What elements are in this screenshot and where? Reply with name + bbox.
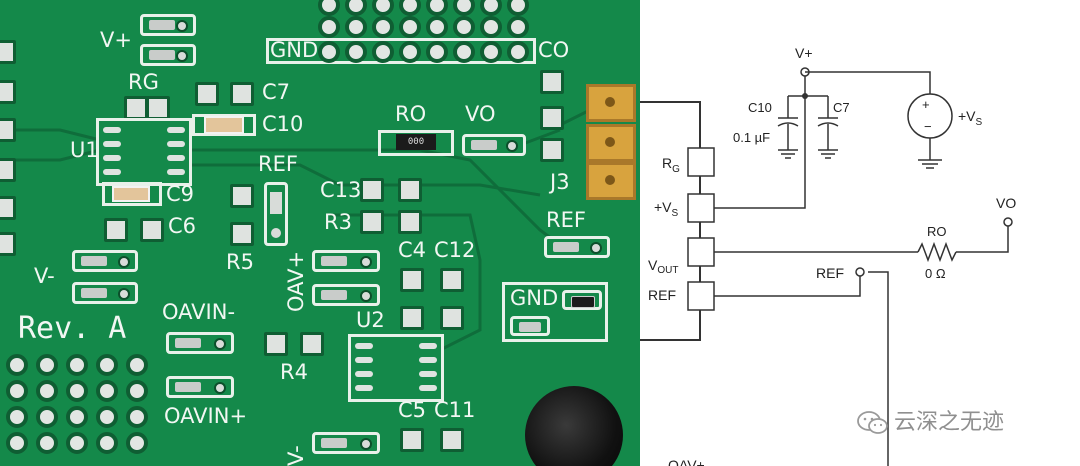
pcb-photo: V+ RG C7 C10 U1 C9 C6 RO 000 VO GND CO J…	[0, 0, 640, 466]
sch-vs-pin-sub: S	[672, 208, 679, 219]
sch-vs-pin: +V	[654, 199, 672, 215]
vminus-bottom-jumper	[312, 432, 380, 454]
pcb-label-u1: U1	[70, 138, 99, 162]
sch-source-plus: +	[922, 97, 930, 112]
oavin-plus-jumper	[166, 376, 234, 398]
oav-jumper-1	[312, 250, 380, 272]
sch-vplus-label: V+	[795, 45, 813, 61]
pcb-label-r3: R3	[324, 210, 352, 234]
pcb-label-gnd-top: GND	[270, 38, 319, 62]
pcb-label-c11: C11	[434, 398, 476, 422]
svg-text:VOUT: VOUT	[648, 257, 678, 276]
pcb-label-oavin-plus: OAVIN+	[164, 404, 248, 428]
pcb-label-c12: C12	[434, 238, 476, 262]
pcb-label-j3: J3	[550, 170, 570, 194]
watermark: 云深之无迹	[856, 404, 1004, 436]
watermark-text: 云深之无迹	[894, 410, 1005, 435]
ref-jumper	[544, 236, 610, 258]
vminus-jumper-2	[72, 282, 138, 304]
pcb-label-co: CO	[538, 38, 570, 62]
pcb-label-r4: R4	[280, 360, 308, 384]
sch-rg: R	[662, 155, 672, 171]
sch-plus-vs: +V	[958, 108, 976, 124]
pcb-label-c4: C4	[398, 238, 427, 262]
sch-vo-label: VO	[996, 195, 1016, 211]
sch-plus-vs-sub: S	[976, 117, 983, 128]
sch-c10-label: C10	[748, 100, 772, 115]
sch-c7-label: C7	[833, 100, 850, 115]
pcb-label-c10: C10	[262, 112, 304, 136]
u1-chip	[96, 118, 192, 186]
oavin-minus-jumper	[166, 332, 234, 354]
pcb-label-ref-mid: REF	[258, 152, 298, 176]
pcb-label-ro: RO	[395, 102, 427, 126]
gnd-header-row	[266, 38, 536, 64]
j3-pad-2	[586, 124, 636, 162]
sch-source-minus: −	[924, 119, 932, 134]
gnd-test-box	[502, 282, 608, 342]
pcb-label-rev: Rev. A	[18, 311, 127, 346]
vminus-jumper-1	[72, 250, 138, 272]
pcb-label-c9: C9	[166, 182, 195, 206]
sch-rg-sub: G	[672, 164, 680, 175]
pcb-label-c6: C6	[168, 214, 197, 238]
pcb-label-c7: C7	[262, 80, 291, 104]
pcb-label-ref-right: REF	[546, 208, 586, 232]
j3-pad-1	[586, 84, 636, 122]
svg-text:RG: RG	[662, 155, 680, 175]
sch-ref-pin: REF	[648, 287, 676, 303]
oav-jumper-2	[312, 284, 380, 306]
j3-pad-3	[586, 162, 636, 200]
pcb-label-gnd-right: GND	[510, 286, 559, 310]
pcb-label-c13: C13	[320, 178, 362, 202]
sch-oav-plus: OAV+	[668, 457, 705, 466]
pcb-label-vplus: V+	[100, 28, 132, 52]
pcb-label-r5: R5	[226, 250, 254, 274]
schematic: V+ C10 0.1 µF C7 + − +VS RG +VS VOUT REF…	[640, 45, 1016, 466]
ro-resistor-chip: 000	[396, 134, 436, 150]
pcb-label-u2: U2	[356, 308, 385, 332]
pcb-traces	[0, 108, 591, 352]
sch-c10-value: 0.1 µF	[733, 130, 770, 145]
pcb-label-c5: C5	[398, 398, 427, 422]
vplus-jumper-1	[140, 14, 196, 36]
sch-ro-label: RO	[927, 224, 947, 239]
sch-ro-value: 0 Ω	[925, 266, 946, 281]
pcb-label-v-minus: V-	[34, 264, 55, 288]
pcb-label-vo: VO	[465, 102, 496, 126]
svg-text:+VS: +VS	[654, 199, 679, 219]
sch-ref-node: REF	[816, 265, 844, 281]
vplus-jumper-2	[140, 44, 196, 66]
wechat-icon	[857, 411, 888, 434]
vo-jumper	[462, 134, 526, 156]
svg-text:+VS: +VS	[958, 108, 983, 128]
sch-vout: V	[648, 257, 658, 273]
pcb-label-oavin-minus: OAVIN-	[162, 300, 236, 324]
pcb-label-v-minus-bottom: V-	[284, 445, 308, 466]
u2-chip	[348, 334, 444, 402]
pcb-label-oav-plus: OAV+	[284, 250, 308, 312]
rubber-foot	[525, 386, 623, 466]
sch-vout-sub: OUT	[657, 265, 678, 276]
pcb-label-rg: RG	[128, 70, 159, 94]
